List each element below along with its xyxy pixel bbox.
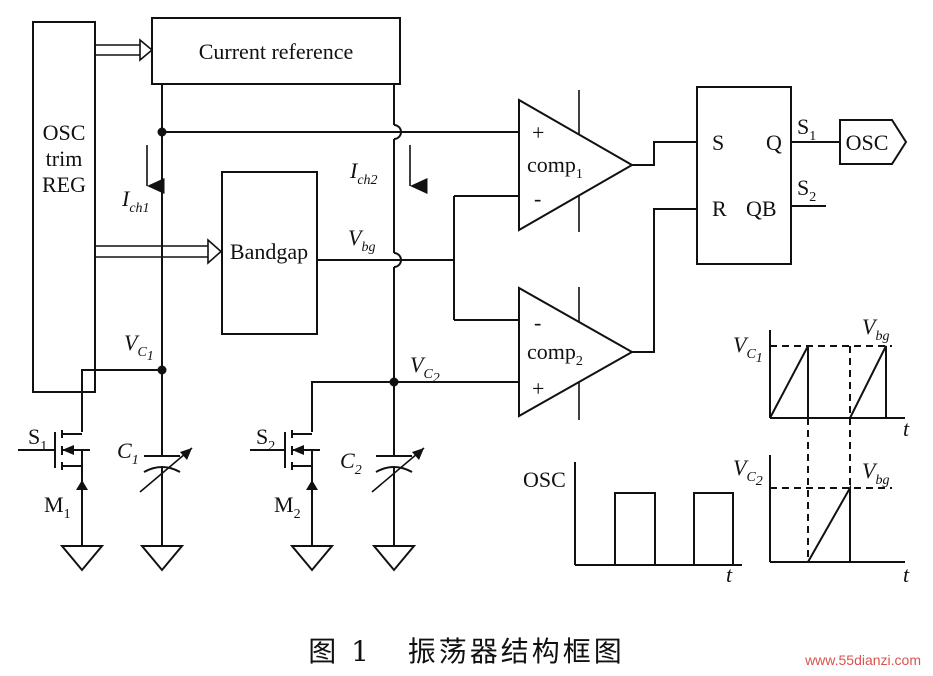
trim-arrow-to-current-reference [95, 38, 154, 62]
comparator-1: + - comp1 [518, 90, 635, 232]
osc-waveform-label: OSC [523, 467, 566, 492]
bandgap-block: Bandgap [221, 171, 318, 335]
ground-c2 [371, 545, 417, 572]
comp2-label: comp2 [527, 339, 583, 369]
comp1-label: comp1 [527, 152, 583, 182]
osc-trim-reg-label-2: trim [46, 146, 83, 171]
osc-time-label: t [726, 562, 733, 587]
latch-s-label: S [712, 130, 724, 155]
m2-label: M2 [274, 492, 301, 522]
vc1-waveform: VC1 Vbg t [733, 314, 910, 441]
ich2-label: Ich2 [349, 158, 378, 188]
vc1-label: VC1 [124, 330, 154, 364]
comp2-minus: - [534, 310, 541, 335]
vc2-waveform: VC2 Vbg t [733, 455, 910, 587]
vc2-label: VC2 [410, 352, 440, 386]
trim-arrow-to-bandgap [95, 238, 223, 265]
vbg-label: Vbg [348, 225, 375, 255]
capacitor-c1: C1 [117, 438, 193, 545]
current-reference-block: Current reference [151, 17, 401, 85]
c2-label: C2 [340, 448, 362, 478]
vc2-waveform-label: VC2 [733, 455, 763, 489]
s1-switch-label: S1 [28, 424, 47, 454]
comp2-plus: + [532, 376, 544, 401]
vc1-waveform-label: VC1 [733, 332, 763, 366]
osc-waveform: OSC t [523, 462, 742, 587]
capacitor-c2: C2 [340, 447, 425, 545]
switch-m1: S1 M1 [18, 369, 162, 545]
comp1-minus: - [534, 186, 541, 211]
wire-comp1-to-set [632, 141, 697, 166]
osc-trim-reg-block: OSC trim REG [32, 21, 96, 393]
watermark-text: www.55dianzi.com [805, 652, 921, 668]
vbg-top-label: Vbg [862, 314, 889, 344]
osc-output-port: OSC [839, 119, 908, 165]
latch-r-label: R [712, 196, 727, 221]
vbg-wire: Vbg [317, 195, 519, 321]
osc-trim-reg-label-1: OSC [43, 120, 86, 145]
wire-comp2-to-reset [632, 208, 697, 353]
s1-output-label: S1 [797, 114, 816, 144]
osc-output-label: OSC [846, 130, 889, 155]
vbg-bottom-label: Vbg [862, 458, 889, 488]
ich2-branch: Ich2 [349, 84, 428, 456]
sr-latch-block: S R Q QB [696, 86, 792, 265]
figure-caption: 图 1 振荡器结构框图 [308, 635, 625, 668]
bandgap-label: Bandgap [230, 239, 308, 264]
ground-c1 [139, 545, 185, 572]
m1-label: M1 [44, 492, 71, 522]
ground-symbols [59, 545, 417, 572]
switch-m2: S2 M2 [250, 381, 394, 545]
osc-trim-reg-label-3: REG [42, 172, 86, 197]
latch-qb-label: QB [746, 196, 777, 221]
ground-m2 [289, 545, 335, 572]
s2-switch-label: S2 [256, 424, 275, 454]
vc2-time-label: t [903, 562, 910, 587]
c1-label: C1 [117, 438, 139, 468]
ich1-label: Ich1 [121, 186, 150, 216]
s2-output-label: S2 [797, 175, 816, 205]
vc1-time-label: t [903, 416, 910, 441]
current-reference-label: Current reference [199, 39, 354, 64]
latch-q-label: Q [766, 130, 782, 155]
ground-m1 [59, 545, 105, 572]
ich1-branch: Ich1 [121, 84, 167, 456]
comparator-2: - + comp2 [518, 286, 635, 420]
comp1-plus: + [532, 120, 544, 145]
